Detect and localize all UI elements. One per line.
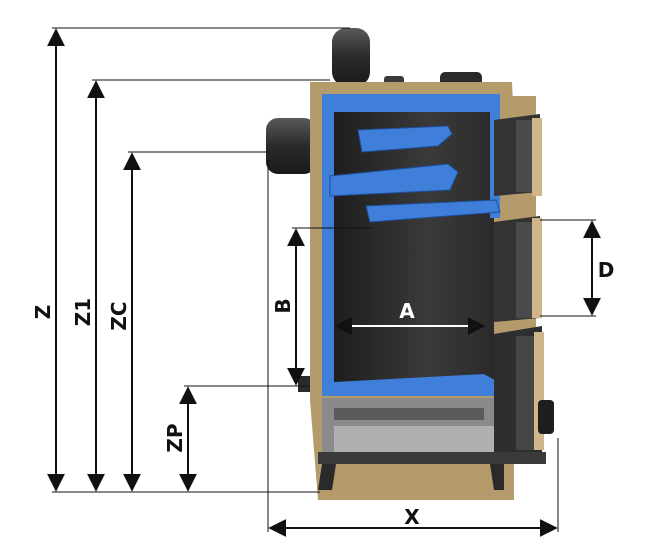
combustion-chamber [334,112,494,382]
label-b: B [271,298,295,313]
front-leg [490,464,504,490]
base-plate [318,452,546,464]
label-z: Z [31,305,55,320]
dimension-labels: Z Z1 ZC B ZP A D X [31,258,614,529]
baffle-middle [329,163,459,197]
top-door [494,114,542,196]
label-z1: Z1 [71,298,95,326]
label-a: A [399,299,415,323]
dimension-lines [47,27,601,537]
rear-leg [318,464,336,490]
boiler-body [266,28,554,500]
label-zp: ZP [163,423,187,452]
grate [334,374,498,396]
baffle-lower [365,199,501,223]
top-flue-pipe [332,28,370,86]
label-d: D [598,258,615,282]
label-x: X [404,505,420,529]
rear-flue-outlet [266,118,316,174]
label-zc: ZC [107,301,131,330]
baffle-upper [357,125,453,153]
loading-door [494,216,542,322]
ash-door [494,326,554,452]
